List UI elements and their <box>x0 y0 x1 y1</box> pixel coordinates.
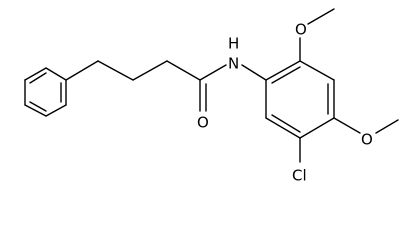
methoxy-top <box>299 8 335 62</box>
methoxy-o-top-label: O <box>295 21 307 39</box>
alkyl-chain <box>65 60 201 81</box>
aryl-ring <box>265 60 335 139</box>
carbonyl-group <box>199 79 207 112</box>
phenyl-ring <box>24 67 67 117</box>
chlorine-label: Cl <box>292 167 307 185</box>
amide-bond <box>199 64 227 81</box>
amide-n-label: N <box>228 55 239 73</box>
carbonyl-o-label: O <box>197 114 209 132</box>
n-aryl-bond <box>241 64 267 81</box>
methoxy-right <box>333 117 399 134</box>
chemical-structure: H N O O O Cl <box>24 8 399 185</box>
methoxy-o-right-label: O <box>361 131 373 149</box>
amide-h-label: H <box>228 35 239 53</box>
